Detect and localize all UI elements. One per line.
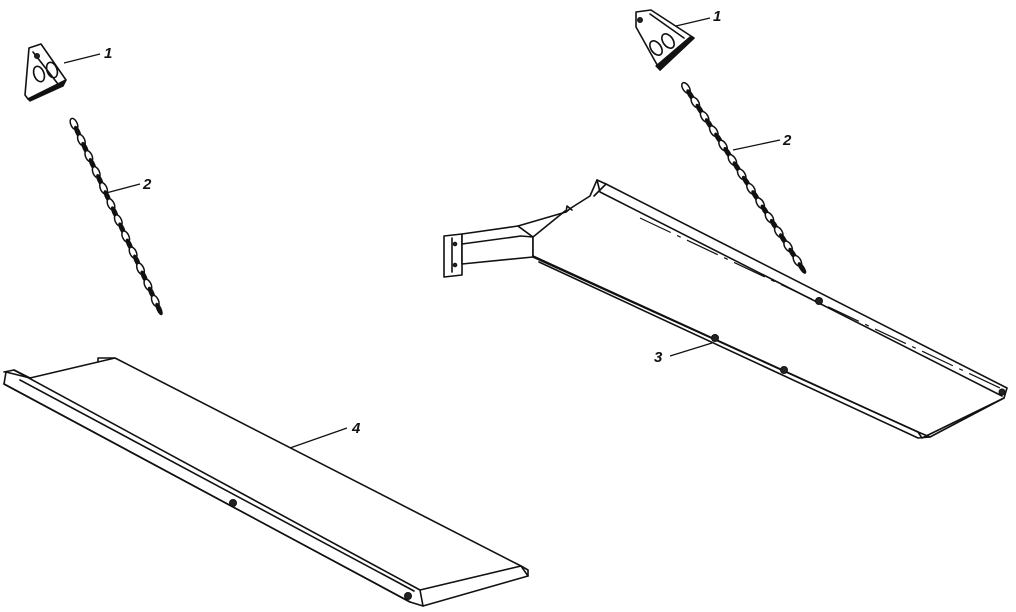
chain-link [797,262,807,274]
left-step-plate [3,357,529,607]
callout-left-chain: 2 [105,176,152,194]
callout-label: 4 [351,420,361,437]
callout-label: 2 [782,132,792,149]
callout-label: 3 [654,349,663,366]
callout-label: 2 [142,176,152,193]
callout-left-step: 4 [289,420,361,449]
right-mounting-bracket [635,9,695,71]
callout-right-chain: 2 [732,132,792,151]
right-chain [681,81,807,274]
left-chain [69,117,163,316]
callout-label: 1 [713,8,721,25]
callout-right-step: 3 [654,342,713,366]
right-step-assembly [443,179,1008,439]
callout-label: 1 [104,45,112,62]
callout-left-bracket: 1 [63,45,112,64]
callout-right-bracket: 1 [675,8,721,27]
left-mounting-bracket [24,43,67,102]
chain-link [155,302,163,316]
